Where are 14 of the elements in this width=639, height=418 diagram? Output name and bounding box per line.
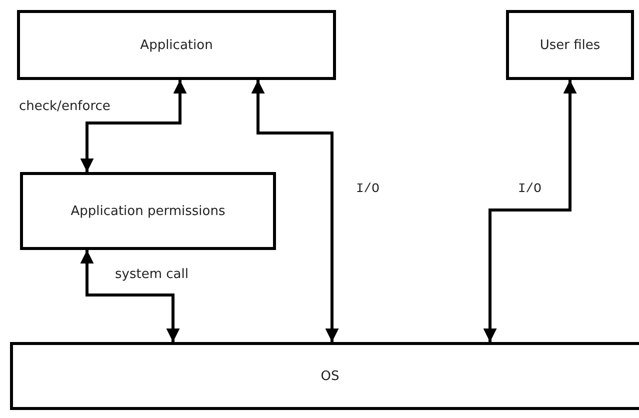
- process-box: [20, 172, 276, 250]
- edge-label: check/enforce: [18, 99, 112, 114]
- arrow: [80, 250, 180, 342]
- arrow: [80, 80, 187, 172]
- edge-label: system call: [114, 267, 190, 282]
- process-box: [506, 10, 634, 80]
- node-label: Application: [140, 38, 213, 52]
- process-box: [17, 10, 336, 80]
- node-label: OS: [320, 368, 340, 384]
- arrow: [483, 80, 577, 342]
- node-label: User files: [540, 38, 600, 52]
- node-label: Application permissions: [70, 204, 226, 218]
- process-box: [10, 342, 639, 410]
- arrow: [251, 80, 339, 342]
